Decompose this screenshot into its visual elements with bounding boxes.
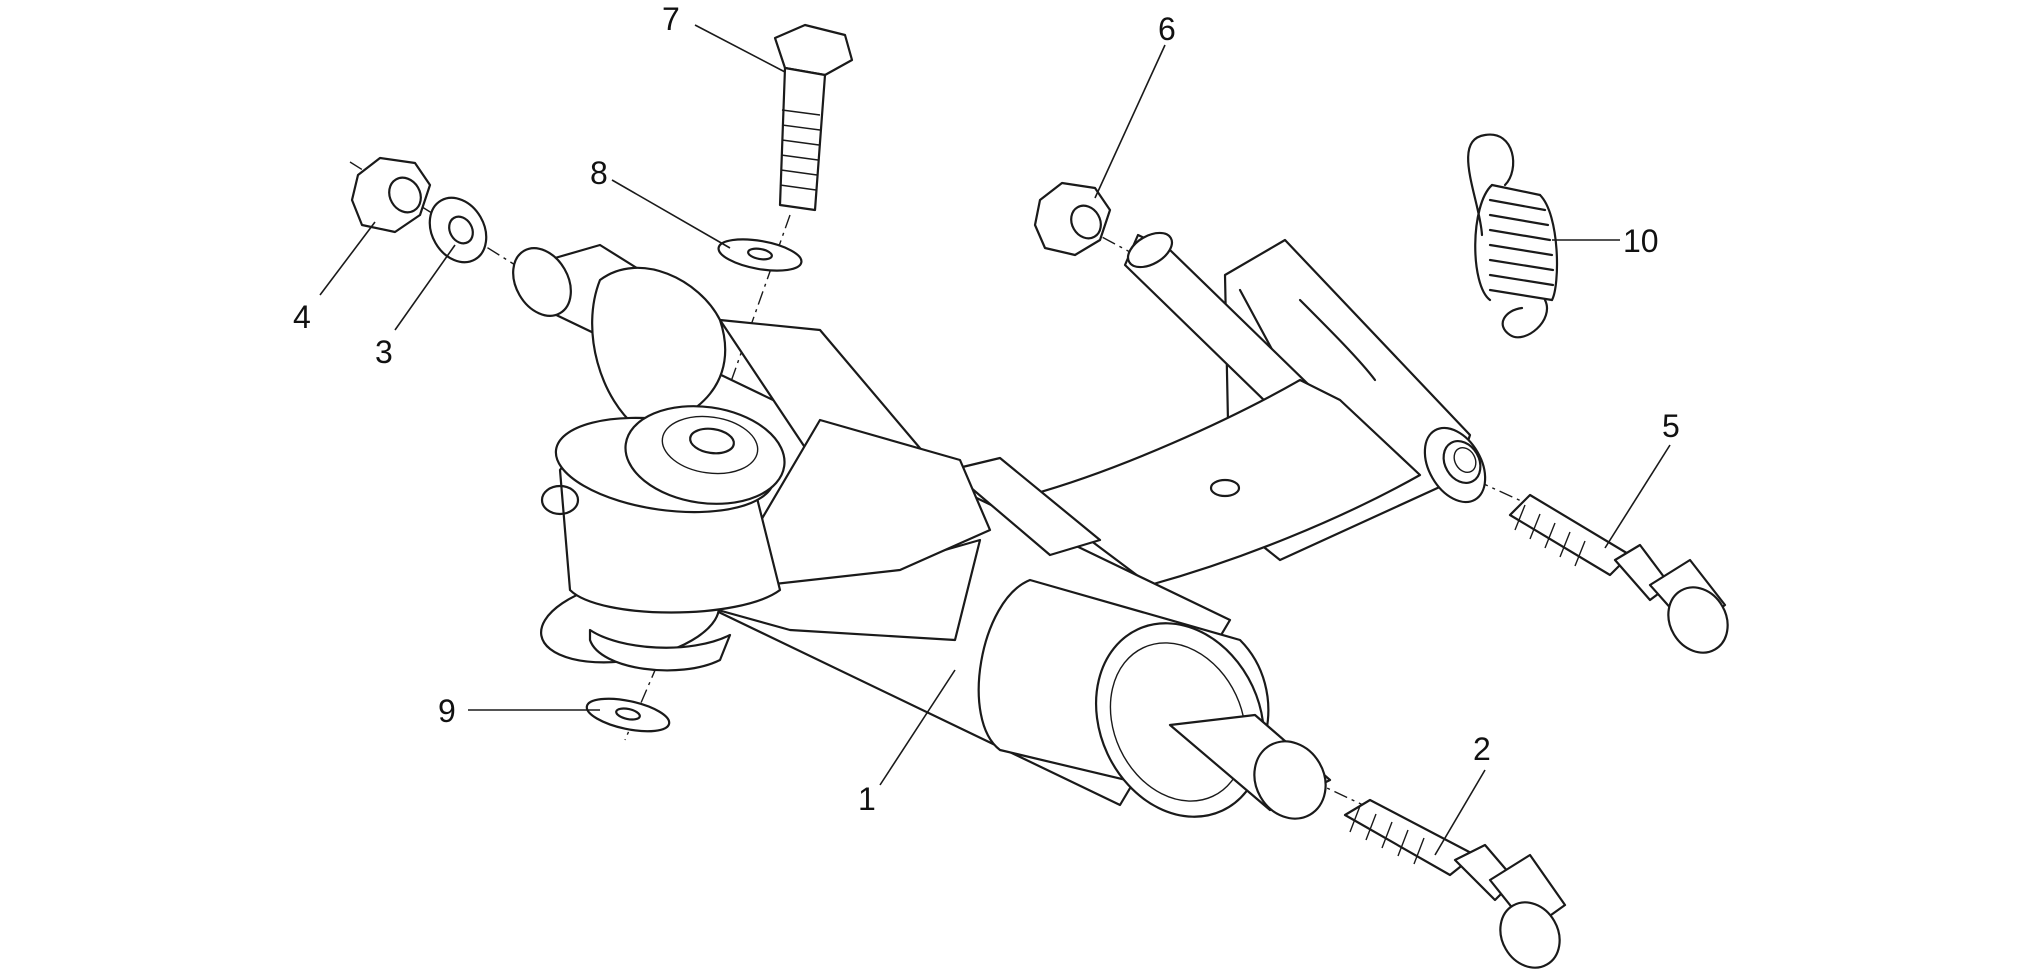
swing-arm <box>512 231 1487 820</box>
bolt-lower <box>1343 798 1567 969</box>
spring <box>1467 133 1559 339</box>
callout-5: 5 <box>1662 408 1680 444</box>
callout-1: 1 <box>858 781 876 817</box>
washer-top <box>717 238 803 272</box>
callout-3: 3 <box>375 334 393 370</box>
callout-4: 4 <box>293 299 311 335</box>
callout-7: 7 <box>662 1 680 37</box>
callout-6: 6 <box>1158 11 1176 47</box>
callout-8: 8 <box>590 155 608 191</box>
callout-9: 9 <box>438 693 456 729</box>
washer-left <box>428 196 488 264</box>
callout-10: 10 <box>1623 223 1659 259</box>
leader-lines <box>319 24 1671 856</box>
bolt-top <box>773 23 854 212</box>
washer-bottom <box>585 697 671 733</box>
callouts: 1 2 3 4 5 6 7 8 9 10 <box>293 1 1680 817</box>
callout-2: 2 <box>1473 731 1491 767</box>
nut-right <box>1033 181 1112 257</box>
nut-left <box>350 156 432 234</box>
bolt-right <box>1508 493 1729 654</box>
